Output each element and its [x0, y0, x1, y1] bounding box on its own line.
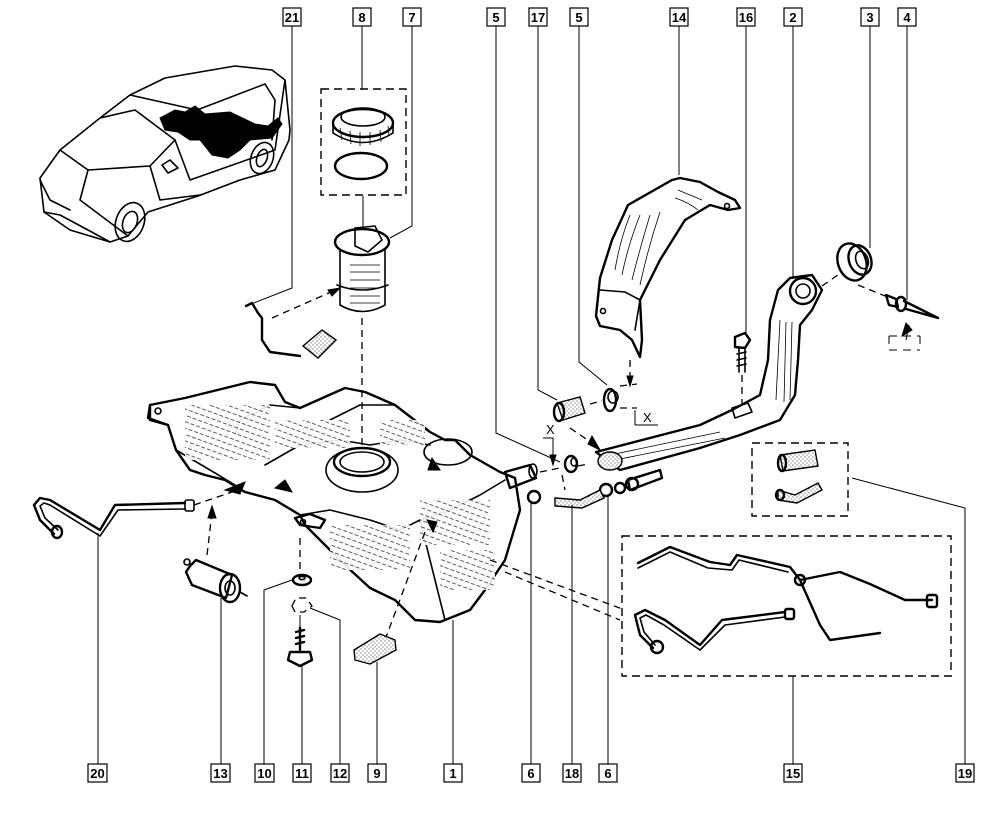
callout-label: 5 — [575, 10, 582, 25]
reference-dashes — [489, 559, 626, 621]
callout-label: 20 — [90, 766, 104, 781]
callout-16[interactable]: 16 — [736, 7, 756, 27]
part-19-hose-kit — [751, 442, 849, 517]
part-1-fuel-tank — [146, 380, 538, 624]
vehicle-location-illustration — [39, 65, 291, 243]
callout-label: 17 — [531, 10, 545, 25]
callout-3[interactable]: 3 — [860, 7, 880, 27]
callout-9[interactable]: 9 — [367, 763, 387, 783]
callout-label: 14 — [672, 10, 687, 25]
callout-4[interactable]: 4 — [897, 7, 917, 27]
part-7-fuel-pump-sender — [333, 196, 391, 445]
callout-label: 6 — [527, 766, 534, 781]
part-15-fuel-pipe-set — [621, 535, 952, 677]
callout-label: 5 — [492, 10, 499, 25]
callout-18[interactable]: 18 — [562, 763, 582, 783]
callout-13[interactable]: 13 — [210, 763, 231, 783]
callout-label: 3 — [866, 10, 873, 25]
part-2-filler-neck — [594, 273, 824, 495]
callout-20[interactable]: 20 — [87, 763, 108, 783]
part-21-wiring-harness — [244, 287, 342, 359]
callout-19[interactable]: 19 — [955, 763, 975, 783]
part-17-filler-hose-and-clips: X — [552, 360, 658, 452]
callout-label: 11 — [295, 766, 309, 781]
callout-label: 15 — [786, 766, 800, 781]
callout-label: 1 — [449, 766, 456, 781]
callout-label: 12 — [333, 766, 347, 781]
callout-leader-lines — [97, 26, 966, 764]
callout-10[interactable]: 10 — [254, 763, 275, 783]
callout-2[interactable]: 2 — [783, 7, 803, 27]
callout-6b[interactable]: 6 — [598, 763, 618, 783]
detail-marker-x: X — [546, 422, 555, 437]
callout-label: 10 — [257, 766, 271, 781]
part-9-foam-pad — [353, 531, 426, 665]
callout-21[interactable]: 21 — [282, 7, 302, 27]
callout-label: 19 — [958, 766, 972, 781]
callout-14[interactable]: 14 — [669, 7, 689, 27]
callout-17[interactable]: 17 — [528, 7, 548, 27]
callout-6[interactable]: 6 — [521, 763, 541, 783]
tank-location-highlight — [159, 105, 283, 159]
callout-label: 2 — [789, 10, 796, 25]
callout-label: 16 — [739, 10, 753, 25]
part-4-tether-rivet — [857, 284, 940, 351]
detail-marker-x: X — [643, 410, 652, 425]
callout-12[interactable]: 12 — [330, 763, 350, 783]
callout-label: 8 — [358, 10, 365, 25]
part-13-fuel-filter — [183, 504, 248, 604]
callout-5b[interactable]: 5 — [569, 7, 589, 27]
callout-label: 9 — [373, 766, 380, 781]
callout-label: 4 — [903, 10, 911, 25]
part-3-filler-cap — [821, 242, 873, 287]
callout-1[interactable]: 1 — [443, 763, 463, 783]
callout-15[interactable]: 15 — [783, 763, 803, 783]
callout-11[interactable]: 11 — [292, 763, 312, 783]
callout-label: 18 — [565, 766, 579, 781]
callout-label: 6 — [604, 766, 611, 781]
parts-10-11-12-mount-hardware — [286, 538, 314, 668]
callout-5[interactable]: 5 — [486, 7, 506, 27]
callout-7[interactable]: 7 — [402, 7, 422, 27]
parts-5-6-18-hoses-clips: X — [526, 422, 614, 509]
callout-label: 7 — [408, 10, 415, 25]
part-20-fuel-pipe — [32, 491, 233, 540]
callout-label: 21 — [285, 10, 299, 25]
part-8-locking-ring-seal — [320, 88, 407, 196]
part-14-heat-shield — [594, 176, 742, 359]
callout-label: 13 — [213, 766, 227, 781]
callout-8[interactable]: 8 — [352, 7, 372, 27]
